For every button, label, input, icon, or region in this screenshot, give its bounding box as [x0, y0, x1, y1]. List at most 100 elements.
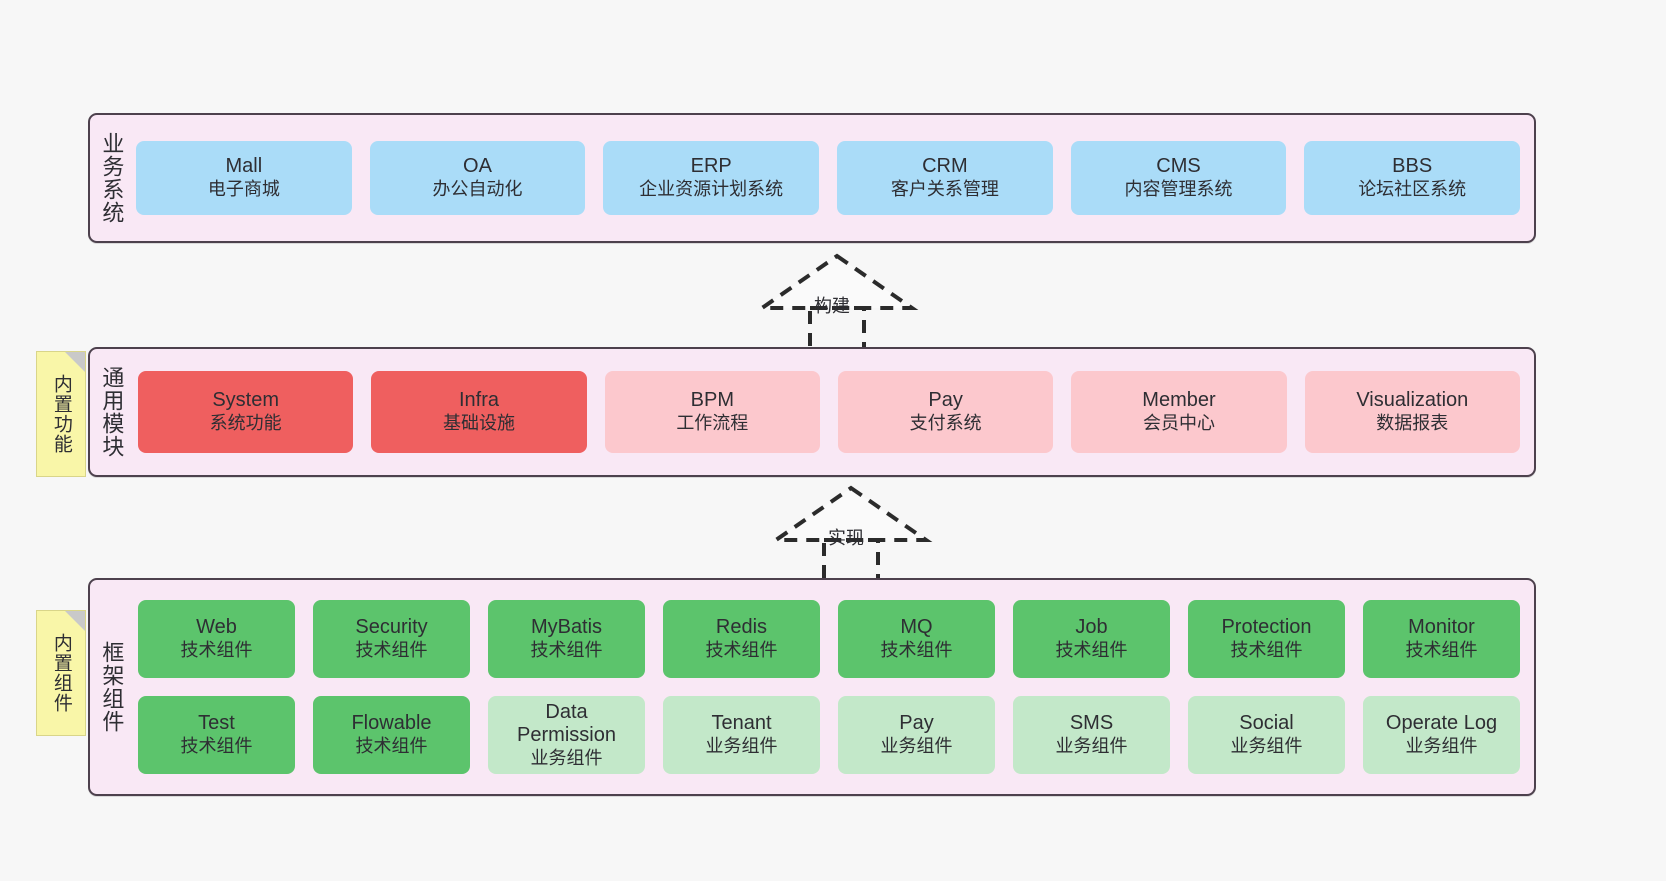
layer-modules-title: 通用模块	[99, 366, 125, 458]
node-subtitle: 技术组件	[705, 640, 778, 660]
node-title: System	[212, 389, 279, 412]
node-title: Test	[198, 712, 235, 735]
node-pay-module[interactable]: Pay 支付系统	[837, 371, 1054, 453]
node-crm[interactable]: CRM 客户关系管理	[837, 141, 1053, 215]
node-subtitle: 业务组件	[1405, 736, 1478, 756]
node-subtitle: 数据报表	[1376, 413, 1449, 433]
node-subtitle: 支付系统	[909, 413, 982, 433]
node-data-permission[interactable]: Data Permission 业务组件	[488, 696, 645, 774]
node-security[interactable]: Security 技术组件	[313, 600, 470, 678]
node-title: SMS	[1069, 712, 1114, 735]
node-pay-component[interactable]: Pay 业务组件	[838, 696, 995, 774]
node-subtitle: 客户关系管理	[890, 179, 999, 199]
node-title: Visualization	[1356, 389, 1469, 412]
layer-business-systems[interactable]: 业务系统 Mall 电子商城 OA 办公自动化 ERP 企业资源计划系统 CRM…	[88, 113, 1536, 243]
layer-framework-title: 框架组件	[99, 641, 125, 733]
node-subtitle: 基础设施	[442, 413, 515, 433]
node-subtitle: 技术组件	[1230, 640, 1303, 660]
node-title: Social	[1239, 712, 1294, 735]
node-subtitle: 技术组件	[880, 640, 953, 660]
node-mybatis[interactable]: MyBatis 技术组件	[488, 600, 645, 678]
node-title: Web	[196, 616, 237, 639]
sticky-note-builtin-functions[interactable]: 内置功能	[36, 351, 86, 477]
layer-business-title: 业务系统	[99, 132, 125, 224]
node-visualization[interactable]: Visualization 数据报表	[1304, 371, 1520, 453]
node-subtitle: 电子商城	[207, 179, 280, 199]
node-subtitle: 工作流程	[676, 413, 749, 433]
layer-framework-body: Web 技术组件 Security 技术组件 MyBatis 技术组件 Redi…	[132, 580, 1534, 794]
node-mq[interactable]: MQ 技术组件	[838, 600, 995, 678]
layer-framework-components[interactable]: 框架组件 Web 技术组件 Security 技术组件 MyBatis 技术组件…	[88, 578, 1536, 796]
node-title: Redis	[715, 616, 768, 639]
node-title: Operate Log	[1385, 712, 1498, 735]
node-monitor[interactable]: Monitor 技术组件	[1363, 600, 1520, 678]
node-title: Infra	[458, 389, 499, 412]
node-web[interactable]: Web 技术组件	[138, 600, 295, 678]
node-title: OA	[463, 155, 492, 178]
node-title: Pay	[928, 389, 963, 412]
node-bbs[interactable]: BBS 论坛社区系统	[1304, 141, 1521, 215]
node-title: Member	[1142, 389, 1216, 412]
node-system[interactable]: System 系统功能	[138, 371, 354, 453]
node-title: Pay	[899, 712, 934, 735]
node-subtitle: 业务组件	[705, 736, 778, 756]
node-title: MyBatis	[530, 616, 603, 639]
arrow-build: 构建	[752, 250, 922, 352]
node-sms[interactable]: SMS 业务组件	[1013, 696, 1170, 774]
sticky-note-builtin-components[interactable]: 内置组件	[36, 610, 86, 736]
node-mall[interactable]: Mall 电子商城	[136, 141, 352, 215]
node-protection[interactable]: Protection 技术组件	[1188, 600, 1345, 678]
node-cms[interactable]: CMS 内容管理系统	[1070, 141, 1287, 215]
node-social[interactable]: Social 业务组件	[1188, 696, 1345, 774]
sticky-note-label: 内置功能	[50, 374, 72, 454]
arrow-realize-label: 实现	[828, 528, 864, 548]
node-subtitle: 技术组件	[180, 736, 253, 756]
node-title: Job	[1075, 616, 1108, 639]
node-subtitle: 业务组件	[1230, 736, 1303, 756]
node-subtitle: 业务组件	[1055, 736, 1128, 756]
layer-modules-body: System 系统功能 Infra 基础设施 BPM 工作流程 Pay 支付系统…	[132, 349, 1534, 475]
node-oa[interactable]: OA 办公自动化	[369, 141, 586, 215]
node-erp[interactable]: ERP 企业资源计划系统	[603, 141, 820, 215]
layer-business-body: Mall 电子商城 OA 办公自动化 ERP 企业资源计划系统 CRM 客户关系…	[132, 115, 1534, 241]
node-subtitle: 技术组件	[355, 640, 428, 660]
node-subtitle: 技术组件	[1055, 640, 1128, 660]
node-subtitle: 业务组件	[880, 736, 953, 756]
node-subtitle: 业务组件	[530, 747, 603, 768]
modules-node-row: System 系统功能 Infra 基础设施 BPM 工作流程 Pay 支付系统…	[138, 371, 1520, 453]
arrow-build-label: 构建	[814, 296, 850, 316]
node-title: MQ	[900, 616, 933, 639]
node-tenant[interactable]: Tenant 业务组件	[663, 696, 820, 774]
node-test[interactable]: Test 技术组件	[138, 696, 295, 774]
node-subtitle: 系统功能	[209, 413, 282, 433]
node-job[interactable]: Job 技术组件	[1013, 600, 1170, 678]
node-title: BBS	[1392, 155, 1433, 178]
node-subtitle: 企业资源计划系统	[639, 179, 784, 199]
node-infra[interactable]: Infra 基础设施	[371, 371, 587, 453]
node-subtitle: 技术组件	[180, 640, 253, 660]
node-title: Security	[355, 616, 428, 639]
node-bpm[interactable]: BPM 工作流程	[604, 371, 820, 453]
node-title: Tenant	[711, 712, 772, 735]
layer-common-modules[interactable]: 通用模块 System 系统功能 Infra 基础设施 BPM 工作流程 Pay…	[88, 347, 1536, 477]
node-operate-log[interactable]: Operate Log 业务组件	[1363, 696, 1520, 774]
node-title: Protection	[1221, 616, 1312, 639]
node-title: CRM	[922, 155, 968, 178]
node-member[interactable]: Member 会员中心	[1071, 371, 1287, 453]
node-subtitle: 内容管理系统	[1124, 179, 1233, 199]
node-subtitle: 技术组件	[530, 640, 603, 660]
node-subtitle: 会员中心	[1142, 413, 1215, 433]
node-title: Mall	[225, 155, 263, 178]
node-title: ERP	[690, 155, 732, 178]
node-title: Monitor	[1408, 616, 1475, 639]
framework-tech-row: Web 技术组件 Security 技术组件 MyBatis 技术组件 Redi…	[138, 600, 1520, 678]
node-subtitle: 技术组件	[1405, 640, 1478, 660]
node-subtitle: 论坛社区系统	[1358, 179, 1467, 199]
sticky-note-label: 内置组件	[50, 633, 72, 713]
node-title: Flowable	[351, 712, 432, 735]
framework-business-row: Test 技术组件 Flowable 技术组件 Data Permission …	[138, 696, 1520, 774]
node-redis[interactable]: Redis 技术组件	[663, 600, 820, 678]
node-flowable[interactable]: Flowable 技术组件	[313, 696, 470, 774]
node-title: CMS	[1156, 155, 1201, 178]
